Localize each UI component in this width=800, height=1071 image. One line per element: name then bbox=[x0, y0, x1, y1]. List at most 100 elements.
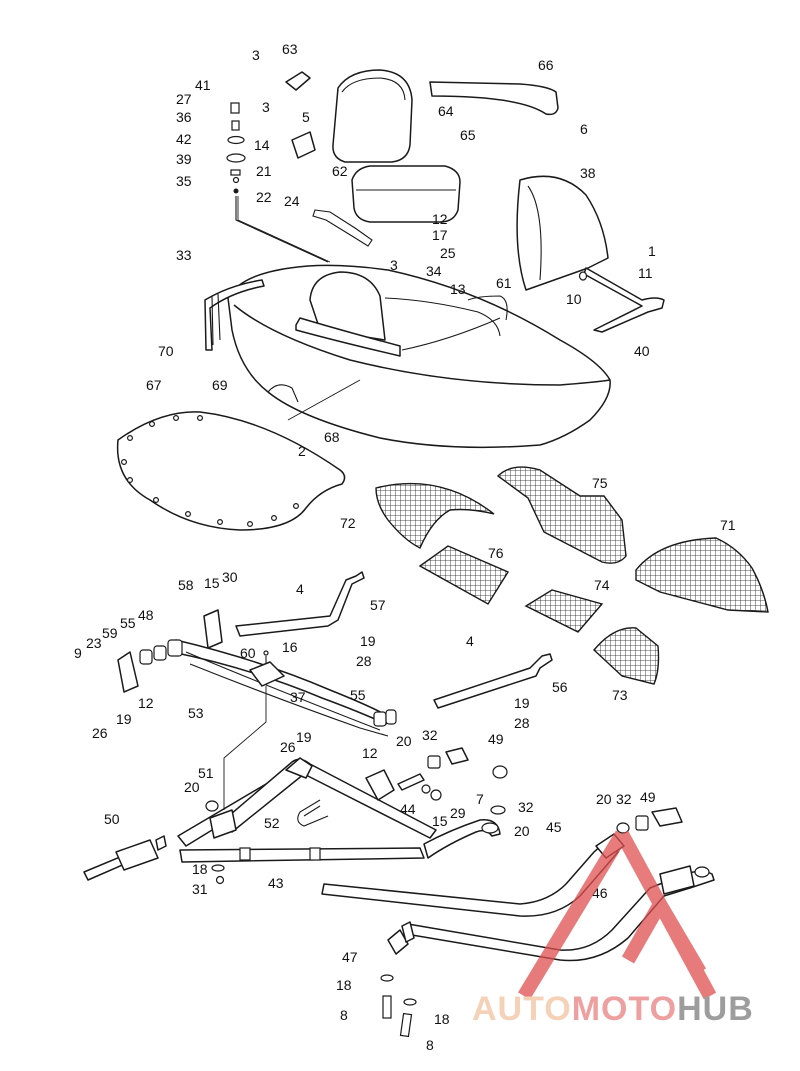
callout-label: 49 bbox=[640, 789, 656, 805]
callout-label: 57 bbox=[370, 597, 386, 613]
svg-text:AUTOMOTOHUB: AUTOMOTOHUB bbox=[472, 990, 754, 1028]
callout-label: 23 bbox=[86, 635, 102, 651]
callout-label: 61 bbox=[496, 275, 512, 291]
callout-label: 16 bbox=[282, 639, 298, 655]
callout-label: 70 bbox=[158, 343, 174, 359]
watermark-triangle bbox=[518, 830, 717, 1000]
spring-hanger-bracket bbox=[117, 609, 223, 693]
callout-label: 71 bbox=[720, 517, 736, 533]
callout-label: 43 bbox=[268, 875, 284, 891]
callout-label: 22 bbox=[256, 189, 272, 205]
callout-label: 42 bbox=[176, 131, 192, 147]
callout-label: 31 bbox=[192, 881, 208, 897]
callout-label: 4 bbox=[466, 633, 474, 649]
sidecar-body bbox=[227, 264, 611, 449]
mesh-panel-76 bbox=[418, 545, 510, 605]
callout-label: 55 bbox=[120, 615, 136, 631]
callout-label: 32 bbox=[518, 799, 534, 815]
diagram-leader-lines bbox=[223, 196, 361, 810]
callout-label: 60 bbox=[240, 645, 256, 661]
windshield bbox=[516, 175, 609, 291]
callout-labels: 63 3 66 41 27 36 3 5 64 6 42 14 65 39 21… bbox=[74, 41, 736, 1053]
ball-joint-hardware bbox=[205, 747, 683, 885]
mesh-panel-72 bbox=[375, 482, 495, 549]
callout-label: 69 bbox=[212, 377, 228, 393]
mesh-panel-74 bbox=[524, 589, 604, 633]
callout-label: 27 bbox=[176, 91, 192, 107]
callout-label: 35 bbox=[176, 173, 192, 189]
callout-label: 32 bbox=[422, 727, 438, 743]
callout-label: 6 bbox=[580, 121, 588, 137]
callout-label: 10 bbox=[566, 291, 582, 307]
callout-label: 4 bbox=[296, 581, 304, 597]
callout-label: 65 bbox=[460, 127, 476, 143]
main-frame bbox=[177, 757, 501, 863]
callout-label: 12 bbox=[138, 695, 154, 711]
side-handle bbox=[467, 295, 508, 321]
callout-label: 29 bbox=[450, 805, 466, 821]
hardware-stack-left bbox=[226, 102, 329, 263]
tonneau-cover bbox=[116, 411, 346, 531]
callout-label: 15 bbox=[204, 575, 220, 591]
callout-label: 64 bbox=[438, 103, 454, 119]
callout-label: 18 bbox=[434, 1011, 450, 1027]
callout-label: 32 bbox=[616, 791, 632, 807]
callout-label: 49 bbox=[488, 731, 504, 747]
callout-label: 18 bbox=[336, 977, 352, 993]
callout-label: 17 bbox=[432, 227, 448, 243]
clamp-47 bbox=[387, 921, 415, 955]
callout-label: 45 bbox=[546, 819, 562, 835]
callout-label: 74 bbox=[594, 577, 610, 593]
callout-label: 75 bbox=[592, 475, 608, 491]
callout-label: 28 bbox=[514, 715, 530, 731]
seat-cushion bbox=[351, 165, 461, 223]
seat-back-cushion bbox=[332, 69, 413, 163]
callout-label: 39 bbox=[176, 151, 192, 167]
callout-label: 26 bbox=[92, 725, 108, 741]
grab-rail-pad bbox=[429, 81, 559, 116]
upper-rod-57 bbox=[235, 571, 365, 637]
windshield-bracket bbox=[578, 267, 665, 333]
seat-back-bracket bbox=[285, 71, 373, 247]
mesh-panel-71 bbox=[635, 537, 769, 613]
rear-bushings bbox=[373, 709, 397, 727]
callout-label: 21 bbox=[256, 163, 272, 179]
spring-mount-plate bbox=[249, 650, 285, 687]
callout-label: 19 bbox=[296, 729, 312, 745]
callout-label: 1 bbox=[648, 243, 656, 259]
watermark-moto: MOTO bbox=[572, 990, 677, 1028]
callout-label: 30 bbox=[222, 569, 238, 585]
mesh-panel-73 bbox=[593, 627, 660, 685]
watermark-hub: HUB bbox=[677, 990, 754, 1028]
callout-label: 50 bbox=[104, 811, 120, 827]
callout-label: 25 bbox=[440, 245, 456, 261]
callout-label: 52 bbox=[264, 815, 280, 831]
callout-label: 48 bbox=[138, 607, 154, 623]
watermark-logo: AUTOMOTOHUB bbox=[472, 830, 754, 1028]
callout-label: 3 bbox=[262, 99, 270, 115]
callout-label: 8 bbox=[340, 1007, 348, 1023]
callout-label: 68 bbox=[324, 429, 340, 445]
callout-label: 24 bbox=[284, 193, 300, 209]
callout-label: 44 bbox=[400, 801, 416, 817]
callout-label: 38 bbox=[580, 165, 596, 181]
callout-label: 36 bbox=[176, 109, 192, 125]
callout-label: 26 bbox=[280, 739, 296, 755]
callout-label: 63 bbox=[282, 41, 298, 57]
callout-label: 20 bbox=[184, 779, 200, 795]
callout-label: 5 bbox=[302, 109, 310, 125]
callout-label: 13 bbox=[450, 281, 466, 297]
callout-label: 34 bbox=[426, 263, 442, 279]
callout-label: 33 bbox=[176, 247, 192, 263]
mounting-bar-46 bbox=[405, 865, 715, 962]
callout-label: 19 bbox=[360, 633, 376, 649]
body-trim-strip bbox=[204, 279, 265, 351]
callout-label: 3 bbox=[390, 257, 398, 273]
callout-label: 12 bbox=[362, 745, 378, 761]
callout-label: 66 bbox=[538, 57, 554, 73]
callout-label: 19 bbox=[116, 711, 132, 727]
watermark-auto: AUTO bbox=[472, 990, 572, 1028]
callout-label: 20 bbox=[514, 823, 530, 839]
callout-label: 40 bbox=[634, 343, 650, 359]
